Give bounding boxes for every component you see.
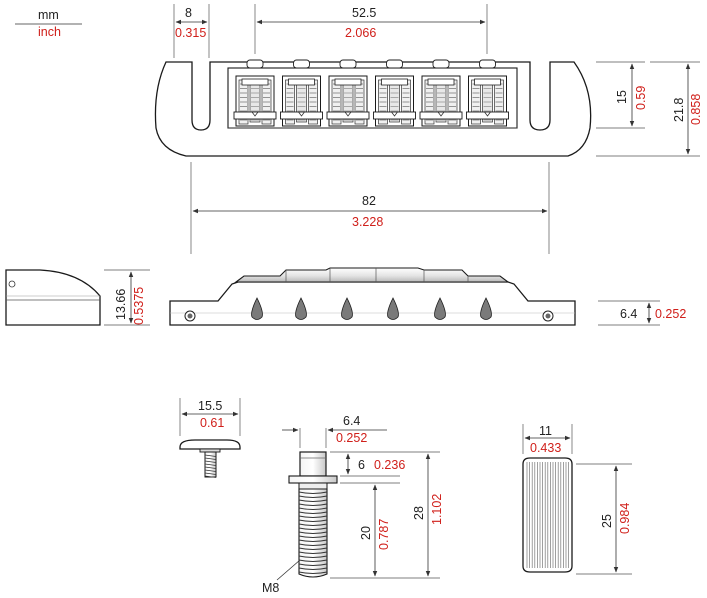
bushing-length-mm: 25: [600, 514, 614, 528]
bushing-length-inch: 0.984: [618, 503, 632, 534]
saddles-top-group: [233, 59, 509, 127]
intonation-screw-1: [251, 297, 263, 320]
saddle-screw: [179, 439, 241, 478]
stud-head: [299, 451, 327, 477]
saddle-top-2: [280, 59, 323, 127]
post-offset-mm: 8: [185, 6, 192, 20]
stud-total-length-mm: 28: [412, 506, 426, 520]
intonation-screw-heads: [251, 297, 492, 320]
overall-width-inch: 0.858: [689, 94, 703, 125]
overall-length-mm: 82: [362, 194, 376, 208]
saddle-screw-width-inch: 0.61: [200, 416, 224, 430]
stud-head-diameter-inch: 0.252: [336, 431, 367, 445]
saddle-top-3: [326, 59, 370, 127]
string-spacing-inch: 2.066: [345, 26, 376, 40]
intonation-screw-2: [295, 297, 307, 320]
intonation-screw-6: [480, 297, 492, 320]
string-spacing-mm: 52.5: [352, 6, 376, 20]
slot-depth-inch: 0.59: [634, 86, 648, 110]
stud-thread-length-mm: 20: [359, 526, 373, 540]
base-height-inch: 0.252: [655, 307, 686, 321]
top-view-dimensions: 8 0.315 52.5 2.066 15 0.59 21.8 0.858 82…: [173, 4, 703, 254]
saddle-screw-width-mm: 15.5: [198, 399, 222, 413]
profile-dimensions: 6.4 0.252: [598, 300, 686, 326]
intonation-screw-5: [434, 297, 446, 320]
bushing-diameter-mm: 11: [539, 424, 552, 438]
saddle-top-5: [419, 59, 463, 127]
bridge-top-view: [154, 59, 592, 157]
stud-flange: [288, 475, 338, 484]
end-view-body: [5, 269, 101, 326]
saddle-screw-head: [179, 439, 241, 450]
bushing-knurl: [526, 462, 569, 568]
saddle-screw-thread: [204, 451, 217, 478]
stud-thread-spec: M8: [262, 581, 279, 595]
stud-thread: [298, 488, 328, 578]
end-view-dimensions: 13.66 0.5375: [104, 269, 150, 326]
overall-length-inch: 3.228: [352, 215, 383, 229]
saddle-top-4: [373, 59, 416, 127]
stud-dimensions: 6.4 0.252 6 0.236 20 0.787 28 1.102 M8: [262, 414, 444, 595]
unit-mm-label: mm: [38, 8, 59, 22]
bushing-diameter-inch: 0.433: [530, 441, 561, 455]
saddle-top-1: [233, 59, 277, 127]
stud-head-diameter-mm: 6.4: [343, 414, 360, 428]
saddle-screw-dimensions: 15.5 0.61: [179, 398, 241, 436]
slot-depth-mm: 15: [615, 90, 629, 104]
profile-saddles: [234, 267, 510, 283]
stud-thread-length-inch: 0.787: [377, 519, 391, 550]
units-legend: mm inch: [15, 8, 82, 39]
end-height-inch: 0.5375: [132, 287, 146, 325]
intonation-screw-4: [387, 297, 399, 320]
post-offset-inch: 0.315: [175, 26, 206, 40]
unit-inch-label: inch: [38, 25, 61, 39]
end-height-mm: 13.66: [114, 289, 128, 320]
stud-head-height-mm: 6: [358, 458, 365, 472]
saddle-top-6: [466, 59, 509, 127]
stud-total-length-inch: 1.102: [430, 494, 444, 525]
overall-width-mm: 21.8: [672, 98, 686, 122]
bridge-profile-view: [169, 267, 576, 326]
intonation-screw-3: [341, 297, 353, 320]
profile-body: [169, 281, 576, 326]
bushing: [522, 457, 573, 573]
stud-head-height-inch: 0.236: [374, 458, 405, 472]
bushing-dimensions: 11 0.433 25 0.984: [522, 424, 632, 575]
stud: [288, 451, 338, 578]
bridge-end-view: [5, 269, 101, 326]
base-height-mm: 6.4: [620, 307, 637, 321]
